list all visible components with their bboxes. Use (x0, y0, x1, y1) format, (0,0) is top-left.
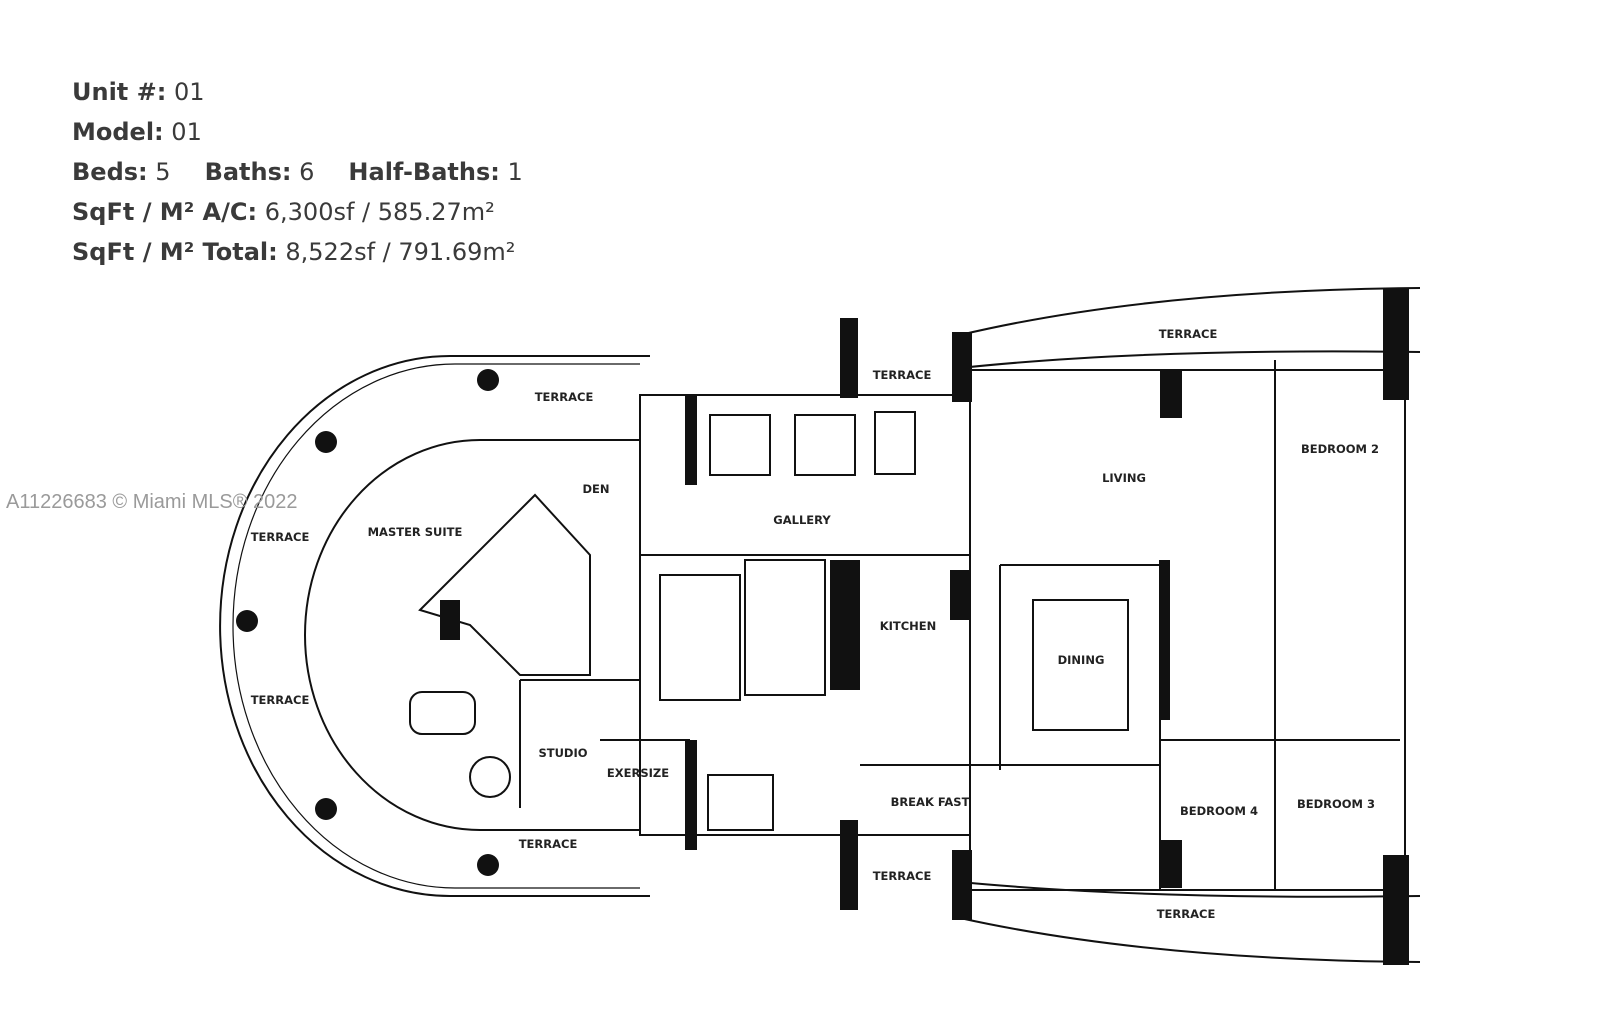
room-label-terrace: TERRACE (873, 869, 932, 883)
sqft-total-value: 8,522sf / 791.69m² (285, 238, 516, 266)
right-wing-bottom-curve (959, 917, 1421, 963)
room-label-terrace: TERRACE (519, 837, 578, 851)
unit-line: Unit #: 01 (72, 72, 523, 112)
right-wing-top-inner (959, 350, 1421, 369)
room-label-terrace: TERRACE (1157, 907, 1216, 921)
room-label-living: LIVING (1102, 471, 1146, 485)
bathtub (409, 691, 476, 735)
unit-specs: Unit #: 01 Model: 01 Beds: 5 Baths: 6 Half… (72, 72, 523, 272)
baths-label: Baths: (204, 158, 292, 186)
column-icon (477, 854, 499, 876)
master-closet-wall (418, 493, 591, 676)
structural-wall (840, 820, 858, 910)
structural-wall (685, 740, 697, 850)
left-wing-outer-wall (219, 355, 650, 897)
right-wing-bottom-inner (959, 881, 1421, 898)
room-label-terrace: TERRACE (251, 530, 310, 544)
closet (794, 414, 856, 476)
beds-label: Beds: (72, 158, 148, 186)
room-label-terrace: TERRACE (535, 390, 594, 404)
room-label-terrace: TERRACE (1159, 327, 1218, 341)
beds-value: 5 (155, 158, 171, 186)
elevator (707, 774, 774, 831)
unit-value: 01 (173, 78, 205, 106)
structural-wall (830, 560, 860, 690)
room-label-terrace: TERRACE (251, 693, 310, 707)
jacuzzi (469, 756, 511, 798)
column-icon (236, 610, 258, 632)
room-label-bedroom-3: BEDROOM 3 (1297, 797, 1375, 811)
room-label-exercise: EXERSIZE (607, 766, 669, 780)
sqft-total-line: SqFt / M² Total: 8,522sf / 791.69m² (72, 232, 523, 272)
structural-wall (1383, 288, 1409, 400)
structural-wall (1160, 840, 1182, 888)
sqft-total-label: SqFt / M² Total: (72, 238, 278, 266)
half-baths-label: Half-Baths: (348, 158, 500, 186)
structural-wall (840, 318, 858, 398)
rooms-count-line: Beds: 5 Baths: 6 Half-Baths: 1 (72, 152, 523, 192)
unit-label: Unit #: (72, 78, 167, 106)
room-label-den: DEN (582, 482, 609, 496)
stair-block (744, 559, 826, 696)
structural-wall (440, 600, 460, 640)
column-icon (315, 798, 337, 820)
structural-wall (1160, 560, 1170, 720)
structural-wall (685, 395, 697, 485)
sqft-ac-value: 6,300sf / 585.27m² (264, 198, 495, 226)
structural-wall (1160, 370, 1182, 418)
room-label-gallery: GALLERY (773, 513, 831, 527)
dining-table (1032, 599, 1129, 731)
room-label-kitchen: KITCHEN (880, 619, 937, 633)
closet (874, 411, 916, 475)
column-icon (315, 431, 337, 453)
closet (709, 414, 771, 476)
structural-wall (952, 332, 972, 402)
model-line: Model: 01 (72, 112, 523, 152)
structural-wall (1383, 855, 1409, 965)
right-wing-body (969, 369, 1406, 891)
sqft-ac-label: SqFt / M² A/C: (72, 198, 258, 226)
room-label-breakfast: BREAK FAST (891, 795, 970, 809)
half-baths-value: 1 (507, 158, 523, 186)
room-label-bedroom-2: BEDROOM 2 (1301, 442, 1379, 456)
structural-wall (950, 570, 970, 620)
right-wing-top-curve (959, 287, 1421, 336)
sqft-ac-line: SqFt / M² A/C: 6,300sf / 585.27m² (72, 192, 523, 232)
room-label-dining: DINING (1058, 653, 1105, 667)
baths-value: 6 (299, 158, 315, 186)
model-label: Model: (72, 118, 164, 146)
column-icon (477, 369, 499, 391)
mls-watermark: A11226683 © Miami MLS® 2022 (6, 491, 298, 513)
room-label-bedroom-4: BEDROOM 4 (1180, 804, 1258, 818)
room-label-studio: STUDIO (538, 746, 587, 760)
left-wing-inner-wall (304, 439, 640, 831)
model-value: 01 (171, 118, 202, 146)
room-label-terrace: TERRACE (873, 368, 932, 382)
room-label-master-suite: MASTER SUITE (368, 525, 463, 539)
stair-block (659, 574, 741, 701)
terrace-rail-outer (232, 363, 640, 889)
structural-wall (952, 850, 972, 920)
